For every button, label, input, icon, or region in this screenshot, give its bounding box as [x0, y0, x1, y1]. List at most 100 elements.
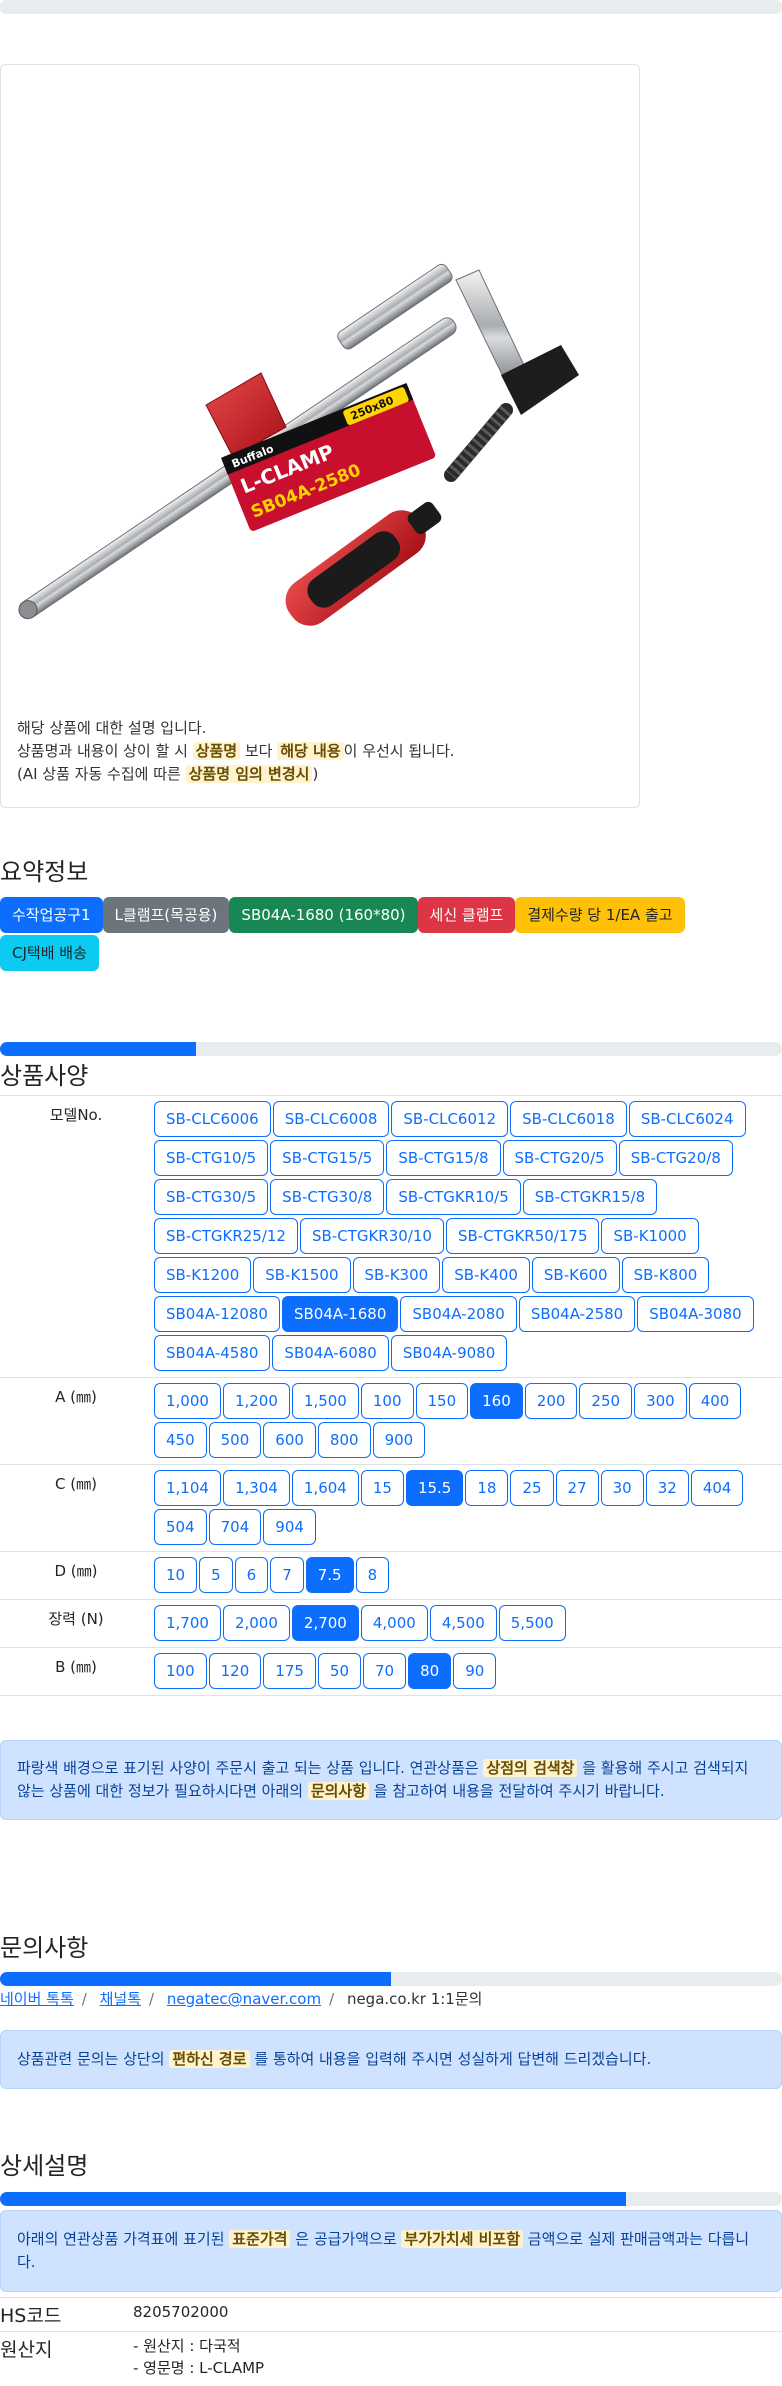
summary-badge: 세신 클램프 [417, 897, 516, 933]
spec-option-button[interactable]: 50 [317, 1653, 362, 1689]
spec-option-button[interactable]: SB04A-1680 [281, 1296, 399, 1332]
spec-option-button[interactable]: 5 [199, 1557, 233, 1593]
spec-option-button[interactable]: SB-CLC6006 [154, 1101, 271, 1137]
summary-badge: SB04A-1680 (160*80) [229, 897, 418, 933]
spec-option-button[interactable]: 30 [600, 1470, 644, 1506]
spec-option-button[interactable]: 160 [470, 1383, 523, 1419]
spec-option-button[interactable]: 7.5 [305, 1557, 354, 1593]
spec-option-button[interactable]: SB-K1000 [601, 1218, 699, 1254]
spec-option-button[interactable]: 250 [579, 1383, 633, 1419]
spec-option-button[interactable]: 300 [634, 1383, 687, 1419]
spec-option-button[interactable]: 100 [154, 1653, 207, 1689]
spec-option-button[interactable]: SB-CTG10/5 [154, 1140, 269, 1176]
spec-option-button[interactable]: SB04A-9080 [390, 1335, 508, 1371]
specs-notice: 파랑색 배경으로 표기된 사양이 주문시 출고 되는 상품 입니다. 연관상품은… [0, 1740, 782, 1820]
spec-option-button[interactable]: SB-CTGKR50/175 [445, 1218, 600, 1254]
spec-option-button[interactable]: 5,500 [498, 1605, 566, 1641]
spec-option-button[interactable]: SB04A-2080 [400, 1296, 517, 1332]
spec-option-button[interactable]: 120 [208, 1653, 262, 1689]
top-progress-bar [0, 0, 782, 14]
spec-option-button[interactable]: SB04A-4580 [154, 1335, 271, 1371]
email-link[interactable]: negatec@naver.com [166, 1990, 322, 2008]
spec-option-button[interactable]: SB-K600 [531, 1257, 620, 1293]
spec-option-button[interactable]: 18 [465, 1470, 509, 1506]
spec-option-button[interactable]: 504 [154, 1509, 207, 1545]
spec-option-button[interactable]: SB04A-3080 [637, 1296, 754, 1332]
inquiry-notice: 상품관련 문의는 상단의 편하신 경로 를 통하여 내용을 입력해 주시면 성실… [0, 2030, 782, 2089]
spec-option-button[interactable]: 27 [555, 1470, 599, 1506]
spec-option-button[interactable]: SB-CTGKR30/10 [299, 1218, 444, 1254]
spec-option-button[interactable]: 404 [690, 1470, 744, 1506]
spec-option-button[interactable]: SB-CTGKR10/5 [386, 1179, 521, 1215]
spec-option-button[interactable]: 4,000 [360, 1605, 428, 1641]
summary-title: 요약정보 [0, 858, 89, 886]
spec-option-button[interactable]: 500 [208, 1422, 262, 1458]
spec-option-button[interactable]: 450 [154, 1422, 207, 1458]
spec-option-button[interactable]: 4,500 [429, 1605, 497, 1641]
spec-option-button[interactable]: SB-CTG30/5 [154, 1179, 269, 1215]
hs-code-row: HS코드 8205702000 [0, 2297, 782, 2332]
spec-option-button[interactable]: 15 [360, 1470, 404, 1506]
spec-option-button[interactable]: SB-CTG20/8 [618, 1140, 733, 1176]
spec-option-button[interactable]: 2,000 [222, 1605, 290, 1641]
spec-option-button[interactable]: 150 [415, 1383, 469, 1419]
naver-talk-link[interactable]: 네이버 톡톡 [0, 1990, 74, 2008]
spec-option-button[interactable]: SB-CTG15/8 [386, 1140, 501, 1176]
spec-option-button[interactable]: 70 [363, 1653, 407, 1689]
spec-option-button[interactable]: 80 [408, 1653, 452, 1689]
spec-option-button[interactable]: SB04A-12080 [154, 1296, 280, 1332]
spec-option-button[interactable]: SB-CTG20/5 [502, 1140, 617, 1176]
spec-option-button[interactable]: SB04A-2580 [518, 1296, 636, 1332]
spec-option-button[interactable]: 6 [234, 1557, 269, 1593]
spec-option-button[interactable]: 7 [270, 1557, 304, 1593]
spec-option-button[interactable]: 1,304 [222, 1470, 290, 1506]
spec-option-button[interactable]: 600 [263, 1422, 316, 1458]
spec-option-button[interactable]: 90 [453, 1653, 497, 1689]
spec-option-button[interactable]: SB-CLC6018 [510, 1101, 627, 1137]
spec-option-button[interactable]: SB-K800 [621, 1257, 710, 1293]
product-card: Buffalo L-CLAMP SB04A-2580 250x80 해당 상품에… [0, 64, 640, 808]
spec-option-button[interactable]: 1,604 [291, 1470, 359, 1506]
spec-option-button[interactable]: 2,700 [291, 1605, 359, 1641]
spec-option-button[interactable]: 1,200 [222, 1383, 290, 1419]
spec-option-button[interactable]: SB-CTGKR25/12 [154, 1218, 298, 1254]
spec-option-button[interactable]: 32 [645, 1470, 689, 1506]
spec-option-button[interactable]: SB-K1500 [253, 1257, 351, 1293]
spec-option-button[interactable]: 175 [263, 1653, 316, 1689]
spec-option-button[interactable]: 200 [524, 1383, 578, 1419]
spec-option-button[interactable]: 10 [154, 1557, 198, 1593]
detail-title: 상세설명 [0, 2152, 89, 2180]
product-description: 해당 상품에 대한 설명 입니다. 상품명과 내용이 상이 할 시 상품명 보다… [17, 717, 455, 786]
spec-option-button[interactable]: SB-CTG15/5 [270, 1140, 385, 1176]
spec-option-button[interactable]: SB-K1200 [154, 1257, 252, 1293]
spec-option-button[interactable]: 1,104 [154, 1470, 221, 1506]
channel-talk-link[interactable]: 채널톡 [99, 1990, 142, 2008]
spec-option-button[interactable]: 8 [355, 1557, 390, 1593]
spec-option-button[interactable]: 800 [317, 1422, 371, 1458]
spec-option-button[interactable]: 900 [372, 1422, 426, 1458]
spec-option-button[interactable]: SB-CLC6012 [391, 1101, 509, 1137]
spec-option-button[interactable]: 100 [360, 1383, 414, 1419]
spec-option-button[interactable]: 704 [208, 1509, 262, 1545]
spec-option-button[interactable]: SB-CLC6008 [272, 1101, 390, 1137]
spec-option-button[interactable]: 904 [263, 1509, 316, 1545]
spec-option-button[interactable]: SB-K400 [442, 1257, 530, 1293]
spec-option-button[interactable]: 15.5 [405, 1470, 464, 1506]
spec-option-button[interactable]: 25 [510, 1470, 554, 1506]
spec-option-button[interactable]: SB-K300 [352, 1257, 441, 1293]
spec-option-button[interactable]: 1,500 [291, 1383, 359, 1419]
spec-option-button[interactable]: SB-CLC6024 [628, 1101, 746, 1137]
spec-option-button[interactable]: 1,700 [154, 1605, 221, 1641]
spec-option-button[interactable]: 1,000 [154, 1383, 221, 1419]
spec-option-button[interactable]: 400 [688, 1383, 742, 1419]
spec-option-button[interactable]: SB04A-6080 [272, 1335, 389, 1371]
spec-option-button[interactable]: SB-CTGKR15/8 [522, 1179, 658, 1215]
spec-option-button[interactable]: SB-CTG30/8 [270, 1179, 385, 1215]
